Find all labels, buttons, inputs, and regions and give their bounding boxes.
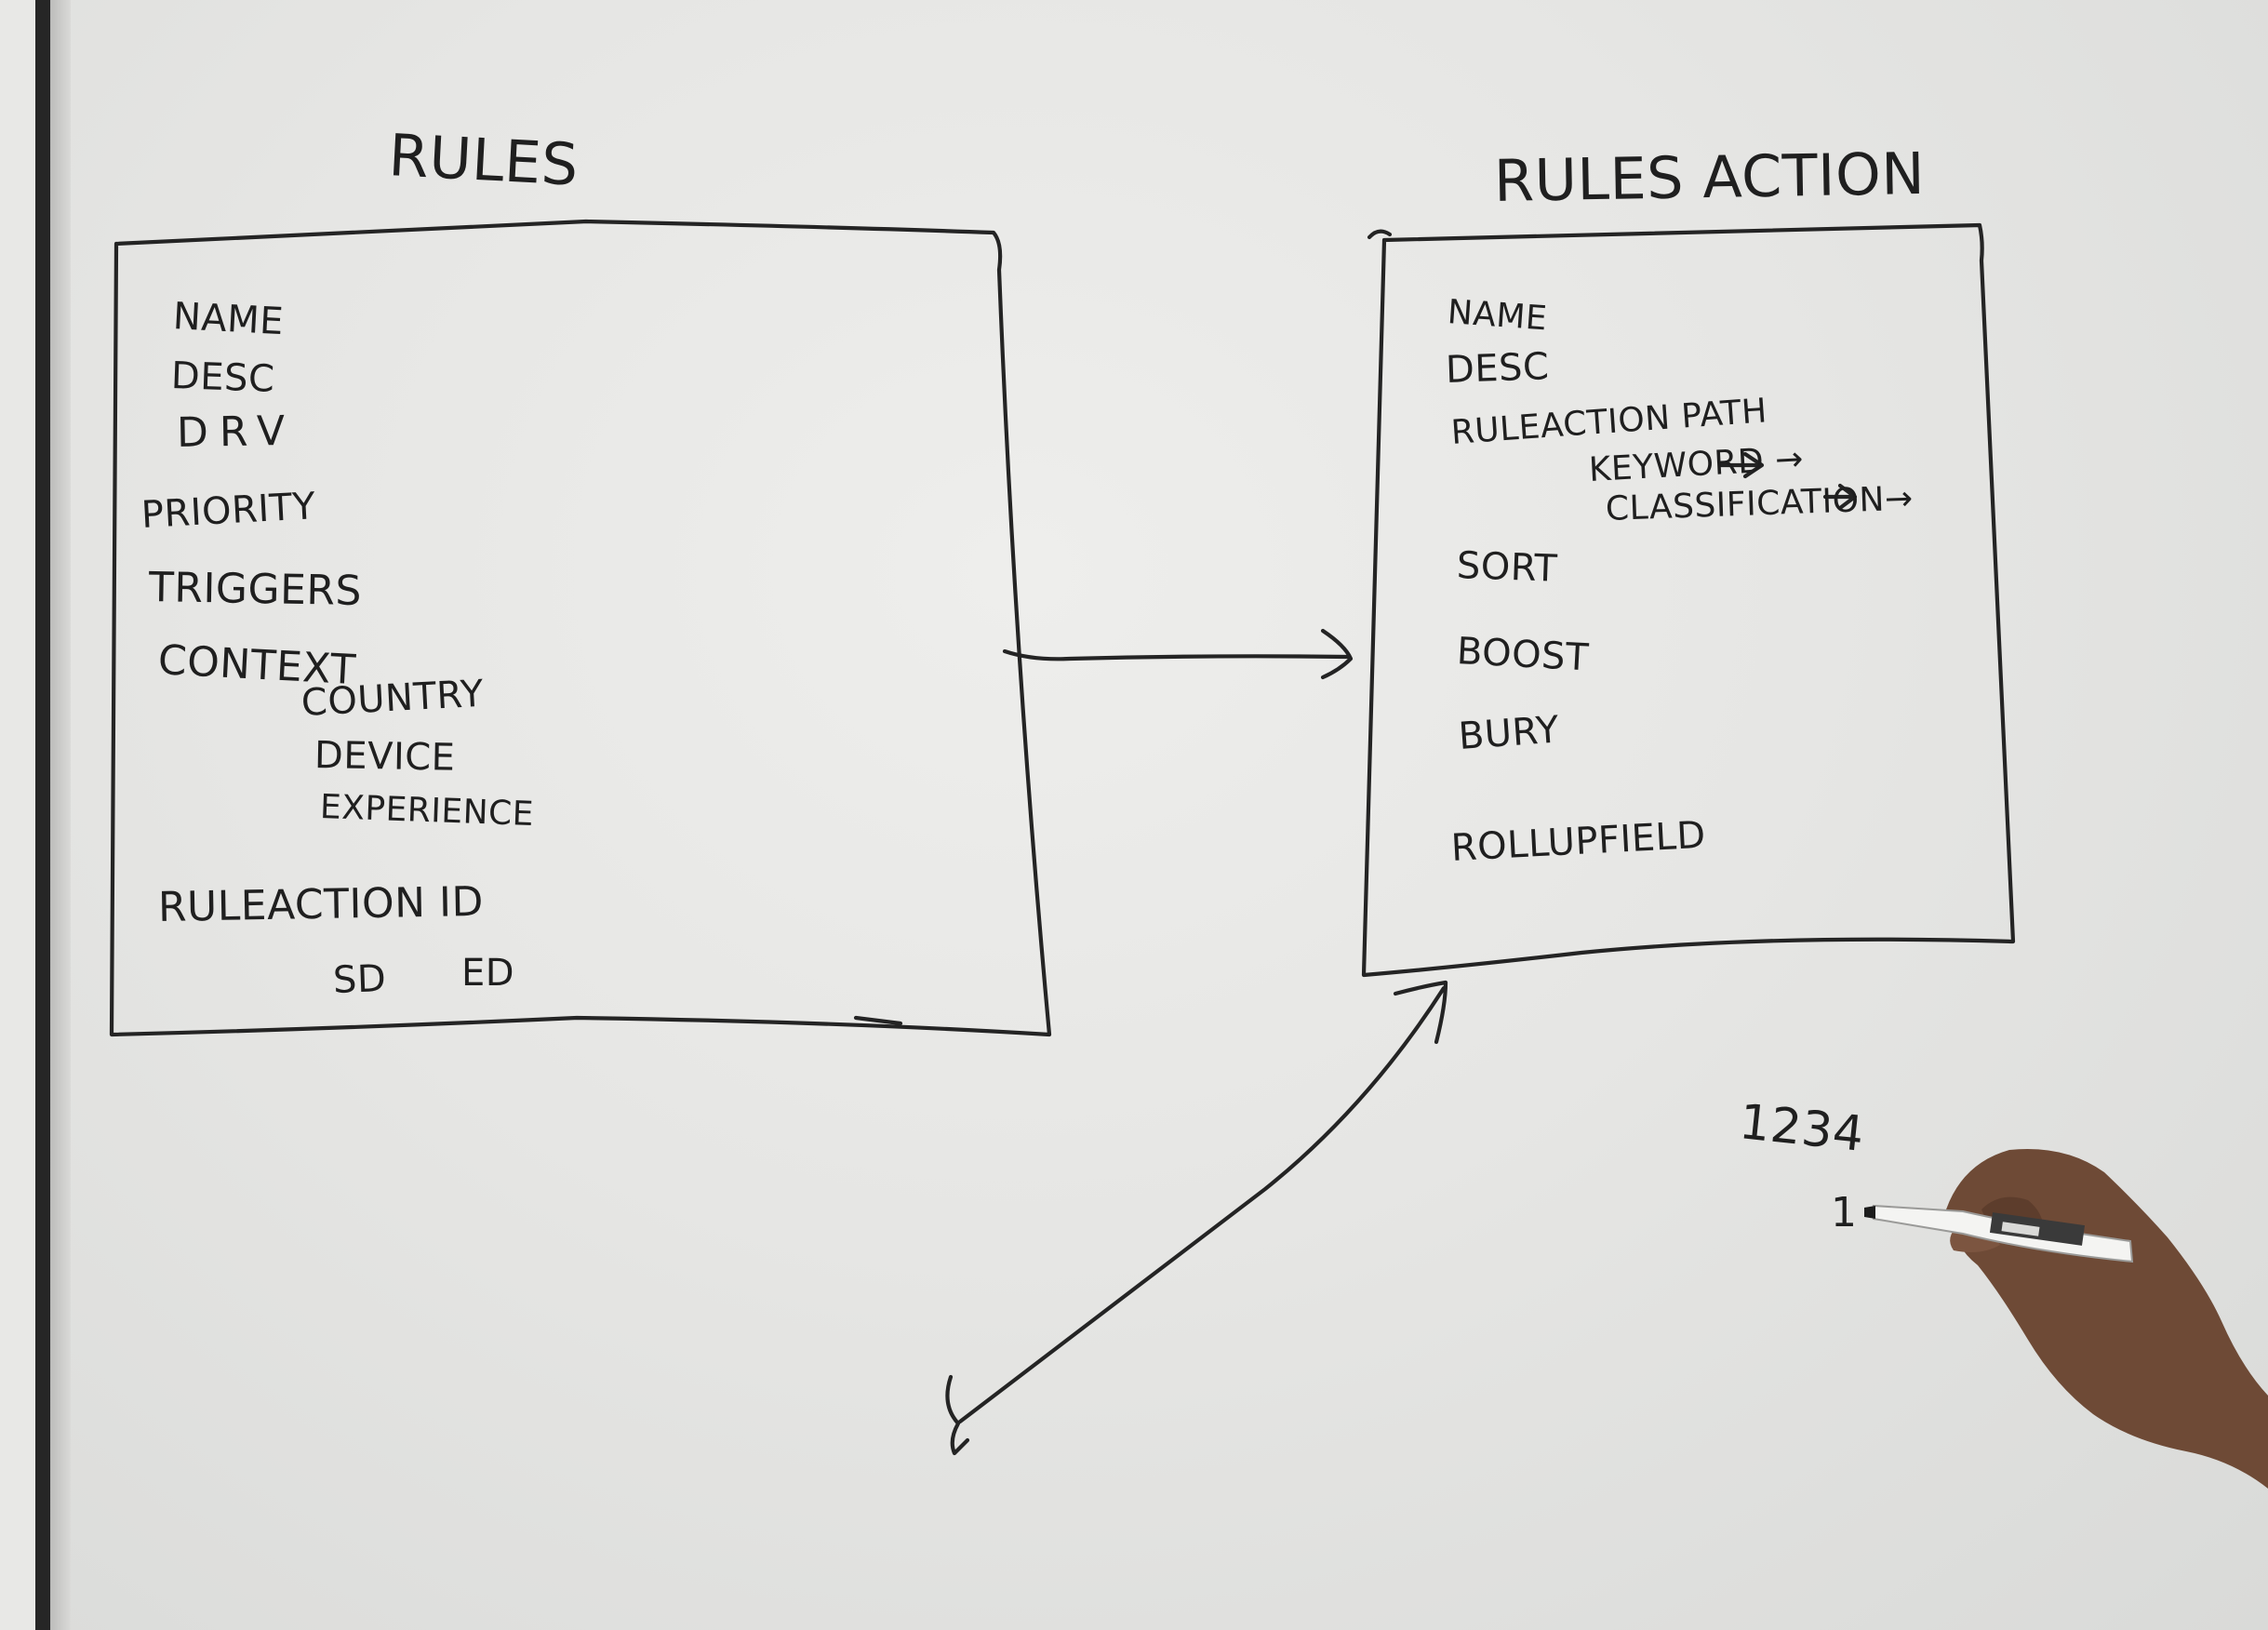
rules-to-action-arrowhead [1320, 628, 1354, 680]
hand-icon [1946, 1149, 2268, 1489]
rules-field-ed: ED [461, 952, 515, 995]
diagonal-arrow-head-bottom [945, 1374, 970, 1456]
rules-box-tail [853, 1015, 903, 1026]
whiteboard-marker-icon [1864, 1204, 2134, 1263]
whiteboard-frame-shadow [50, 0, 71, 1630]
rules-action-box-corner [1367, 229, 1393, 240]
diagonal-arrow-line [957, 985, 1447, 1424]
wall-strip [0, 0, 35, 1630]
rules-to-action-arrow [1002, 648, 1352, 661]
diagonal-arrow-head-top [1393, 980, 1448, 1045]
note-partial: 1 [1831, 1189, 1858, 1236]
classification-arrow [1822, 483, 1858, 511]
whiteboard-frame-edge [35, 0, 50, 1630]
rules-action-box-outline [1361, 222, 2016, 978]
keyword-arrow [1718, 451, 1765, 479]
rules-box-outline [109, 219, 1052, 1037]
